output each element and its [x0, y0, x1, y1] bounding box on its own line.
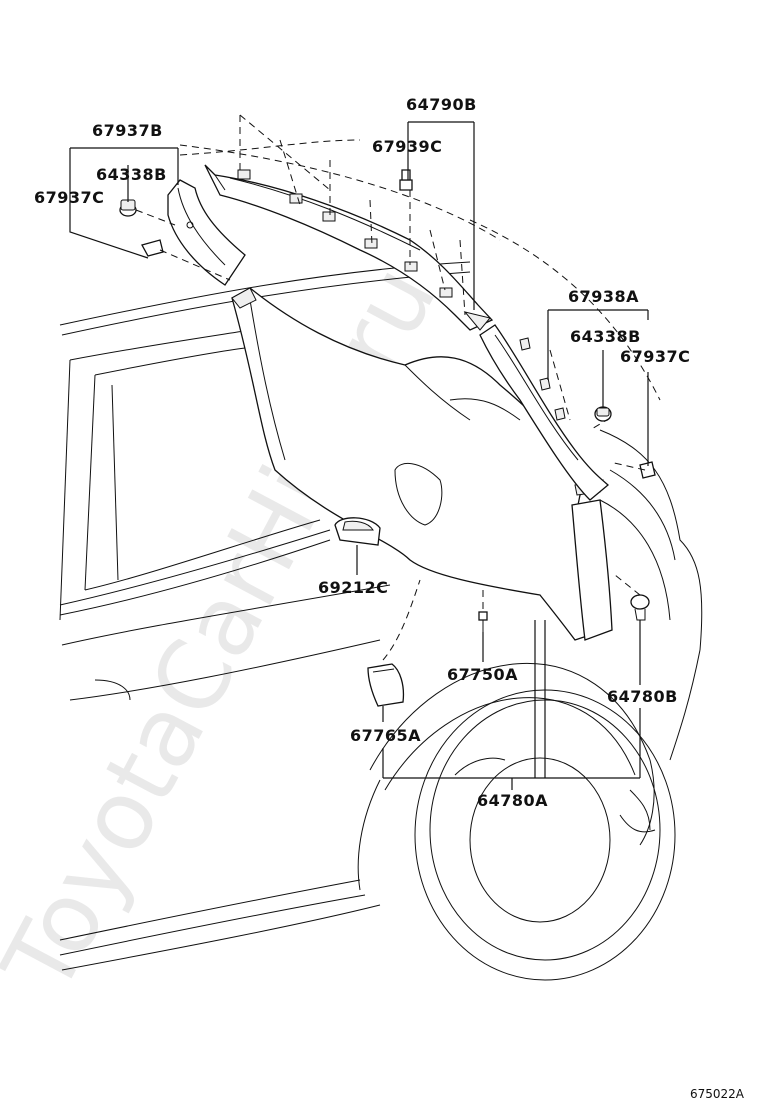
clip-67939C [399, 169, 413, 191]
label-64338B-right: 64338B [570, 327, 641, 346]
clip-64338B-left [119, 199, 137, 217]
label-69212C: 69212C [318, 578, 388, 597]
label-67939C: 67939C [372, 137, 442, 156]
part-labels: 64790B 67939C 67937B 64338B 67937C 67938… [34, 95, 690, 810]
label-64338B-left: 64338B [96, 165, 167, 184]
label-67937C-right: 67937C [620, 347, 690, 366]
side-trim-67938A [479, 324, 610, 501]
cover-67765A [367, 663, 405, 707]
label-67938A: 67938A [568, 287, 639, 306]
side-trim-67937B [167, 179, 246, 286]
label-67937C-left: 67937C [34, 188, 104, 207]
label-64780A: 64780A [477, 791, 548, 810]
upper-trim-64790B [204, 164, 494, 331]
label-67765A: 67765A [350, 726, 421, 745]
figure-code: 675022A [690, 1087, 745, 1101]
clip-67937C-left [141, 239, 164, 257]
screw-67750A [478, 611, 488, 632]
assembly-guides [135, 114, 646, 661]
leader-lines [69, 121, 649, 790]
label-67937B: 67937B [92, 121, 163, 140]
label-64780B: 64780B [607, 687, 678, 706]
clip-64780B [630, 594, 650, 621]
label-64790B: 64790B [406, 95, 477, 114]
pull-handle-69212C [334, 517, 381, 546]
label-67750A: 67750A [447, 665, 518, 684]
